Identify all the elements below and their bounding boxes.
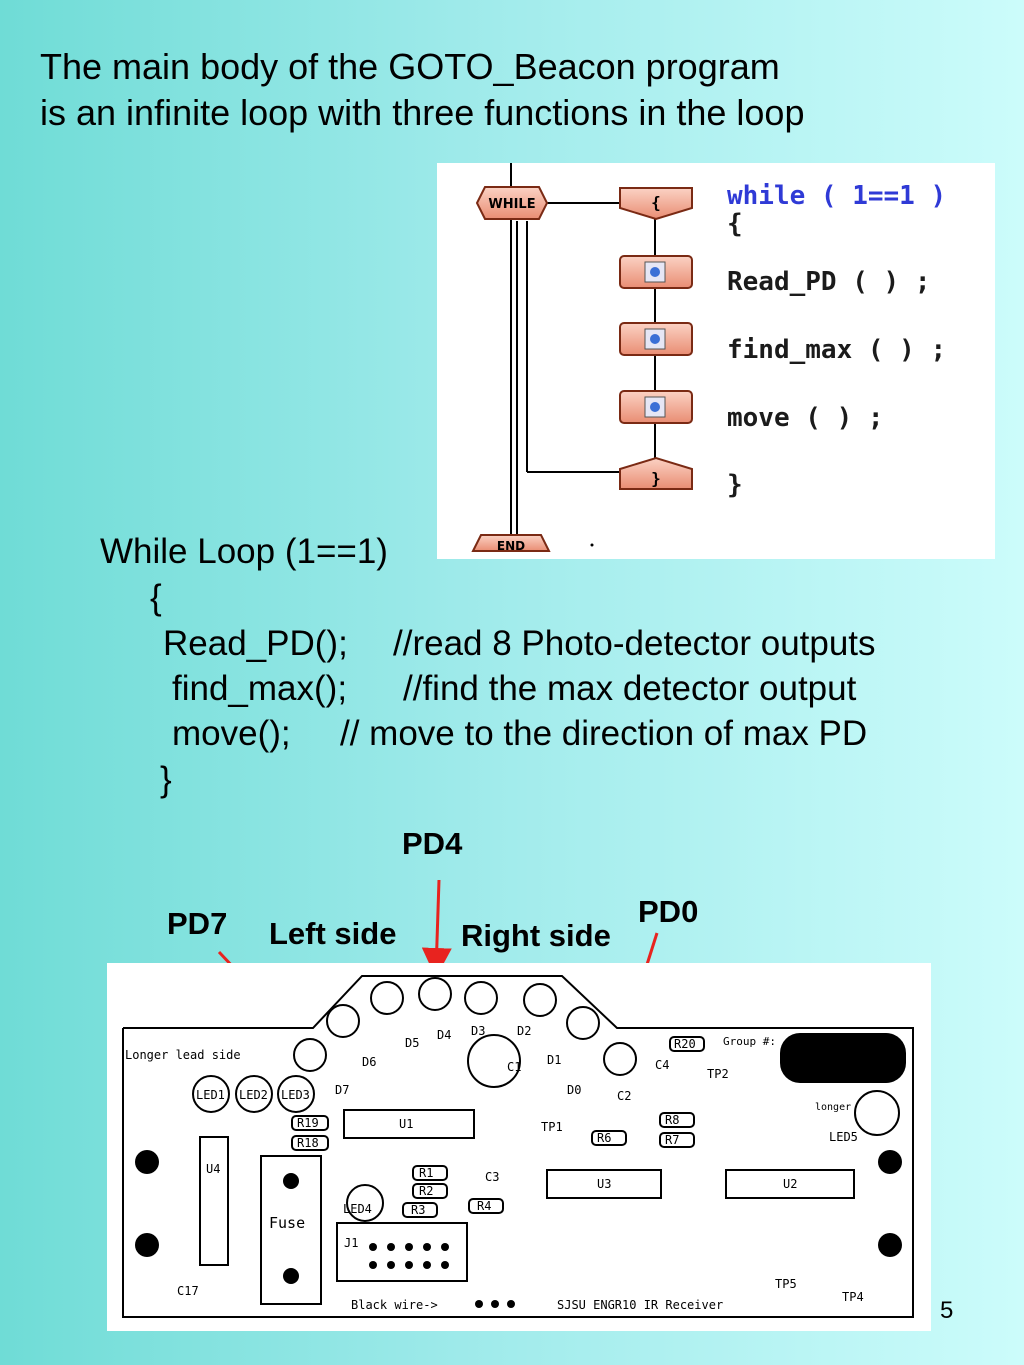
label-pd4: PD4 xyxy=(402,826,463,861)
svg-text:D6: D6 xyxy=(362,1055,376,1069)
loop-line-read-pd: Read_PD(); xyxy=(163,624,348,663)
find-max-block xyxy=(619,322,693,356)
loop-comment-read-pd: //read 8 Photo-detector outputs xyxy=(393,624,876,663)
svg-text:LED1: LED1 xyxy=(196,1088,225,1102)
code-read-pd-line: Read_PD ( ) ; xyxy=(727,267,931,297)
loop-open-brace: { xyxy=(150,578,162,617)
code-close-brace-line: } xyxy=(727,470,743,500)
board-title-label: SJSU ENGR10 IR Receiver xyxy=(557,1298,723,1312)
board-black-wire-label: Black wire-> xyxy=(351,1298,438,1312)
move-block xyxy=(619,390,693,424)
svg-text:LED2: LED2 xyxy=(239,1088,268,1102)
loop-line-move: move(); xyxy=(172,714,291,753)
label-left-side: Left side xyxy=(269,916,397,951)
heading-line-1: The main body of the GOTO_Beacon program xyxy=(40,46,780,87)
svg-text:D4: D4 xyxy=(437,1028,451,1042)
svg-text:R4: R4 xyxy=(477,1199,491,1213)
open-brace-block: { xyxy=(619,187,693,221)
svg-text:R8: R8 xyxy=(665,1113,679,1127)
board-led5-label: LED5 xyxy=(829,1130,858,1144)
code-move-line: move ( ) ; xyxy=(727,403,884,433)
svg-text:R7: R7 xyxy=(665,1133,679,1147)
board-fuse-label: Fuse xyxy=(269,1214,305,1232)
close-brace-block: } xyxy=(619,456,693,490)
loop-close-brace: } xyxy=(160,760,172,799)
read-pd-block xyxy=(619,255,693,289)
svg-text:D5: D5 xyxy=(405,1036,419,1050)
end-block: END xyxy=(471,534,551,553)
svg-text:C17: C17 xyxy=(177,1284,199,1298)
svg-text:D3: D3 xyxy=(471,1024,485,1038)
slide-heading: The main body of the GOTO_Beacon program… xyxy=(40,44,804,136)
svg-text:C4: C4 xyxy=(655,1058,669,1072)
heading-line-2: is an infinite loop with three functions… xyxy=(40,92,805,133)
open-brace-block-label: { xyxy=(651,193,661,212)
chip-u2: U2 xyxy=(783,1177,797,1191)
board-longer-label: longer xyxy=(815,1102,851,1113)
loop-line-find-max: find_max(); xyxy=(172,669,348,708)
svg-text:C2: C2 xyxy=(617,1089,631,1103)
code-find-max-line: find_max ( ) ; xyxy=(727,335,947,365)
svg-text:TP2: TP2 xyxy=(707,1067,729,1081)
svg-text:TP4: TP4 xyxy=(842,1290,864,1304)
loop-comment-move: // move to the direction of max PD xyxy=(340,714,868,753)
code-open-brace-line: { xyxy=(727,209,743,239)
chip-u4: U4 xyxy=(206,1162,220,1176)
svg-text:R3: R3 xyxy=(411,1203,425,1217)
loop-comment-find-max: //find the max detector output xyxy=(403,669,857,708)
svg-text:D2: D2 xyxy=(517,1024,531,1038)
board-group-label: Group #: xyxy=(723,1035,776,1048)
svg-text:LED3: LED3 xyxy=(281,1088,310,1102)
svg-text:D0: D0 xyxy=(567,1083,581,1097)
svg-text:J1: J1 xyxy=(344,1236,358,1250)
while-block: WHILE xyxy=(475,186,549,220)
end-block-label: END xyxy=(497,539,525,553)
pd4-arrow xyxy=(421,879,452,978)
svg-text:C3: C3 xyxy=(485,1170,499,1184)
svg-text:R6: R6 xyxy=(597,1131,611,1145)
svg-text:R2: R2 xyxy=(419,1184,433,1198)
svg-text:TP1: TP1 xyxy=(541,1120,563,1134)
page-number: 5 xyxy=(940,1297,954,1324)
svg-text:D1: D1 xyxy=(547,1053,561,1067)
circuit-board-image: C1 Longer lead side Group #: Black wire-… xyxy=(107,963,931,1331)
flowchart-code-panel: WHILE { } END xyxy=(437,163,995,559)
label-right-side: Right side xyxy=(461,918,611,953)
chip-u3: U3 xyxy=(597,1177,611,1191)
svg-text:LED4: LED4 xyxy=(343,1202,372,1216)
svg-text:R1: R1 xyxy=(419,1166,433,1180)
svg-text:R20: R20 xyxy=(674,1037,696,1051)
board-longer-lead-label: Longer lead side xyxy=(125,1048,241,1062)
svg-text:TP5: TP5 xyxy=(775,1277,797,1291)
loop-header: While Loop (1==1) xyxy=(100,532,388,571)
code-while-line: while ( 1==1 ) xyxy=(727,181,947,211)
chip-u1: U1 xyxy=(399,1117,413,1131)
label-pd7: PD7 xyxy=(167,906,228,941)
flowchart-diagram: WHILE { } END xyxy=(471,163,693,553)
label-pd0: PD0 xyxy=(638,894,699,929)
while-block-label: WHILE xyxy=(488,197,535,212)
svg-text:C1: C1 xyxy=(507,1060,521,1074)
svg-text:R18: R18 xyxy=(297,1136,319,1150)
svg-text:R19: R19 xyxy=(297,1116,319,1130)
close-brace-block-label: } xyxy=(651,469,661,488)
svg-text:D7: D7 xyxy=(335,1083,349,1097)
